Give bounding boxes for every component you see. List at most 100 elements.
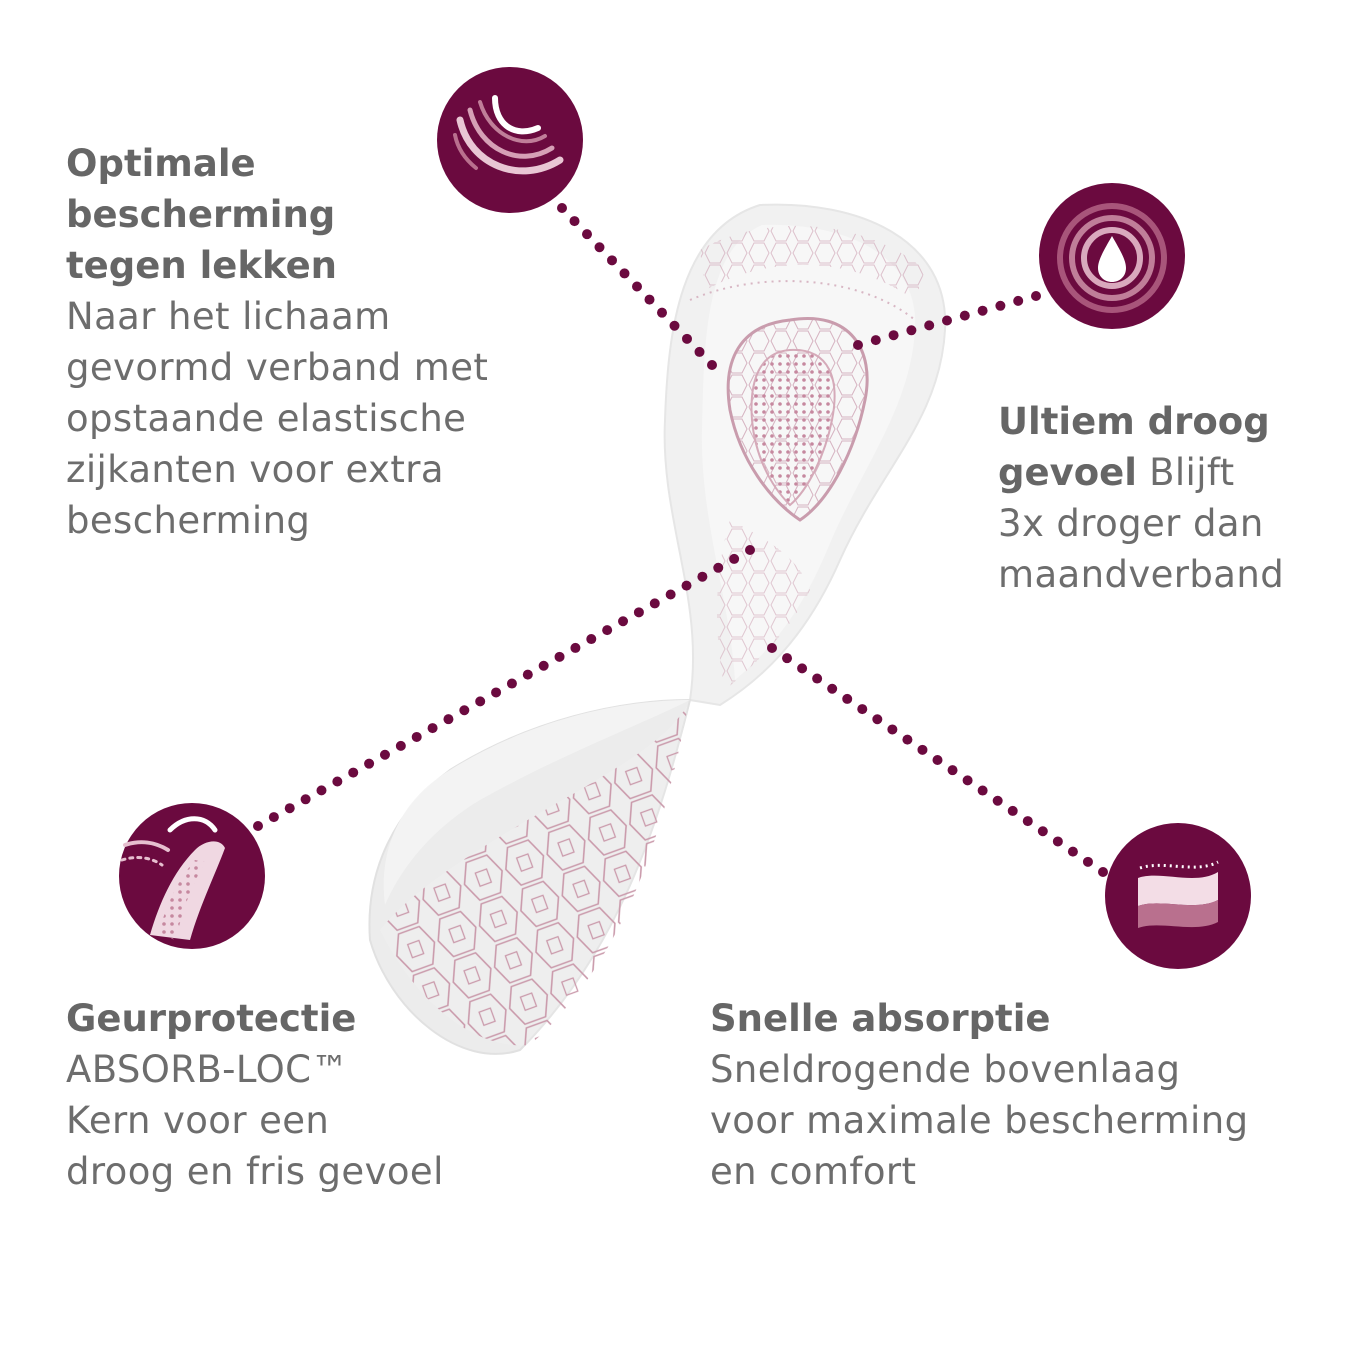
connector-dot <box>268 812 279 823</box>
connector-dot <box>411 731 422 742</box>
connector-dot <box>977 305 988 316</box>
feature-dry-title-line: gevoel <box>998 451 1137 494</box>
connector-dot <box>887 724 898 735</box>
connector-dot <box>665 589 676 600</box>
pad-lower <box>368 698 692 1055</box>
curved-waves-icon <box>437 67 583 213</box>
connector-dot <box>522 669 533 680</box>
connector-dot <box>1007 805 1018 816</box>
connector-dot <box>1037 826 1048 837</box>
connector-dot <box>888 330 899 341</box>
connector-dot <box>842 693 853 704</box>
feature-dry-inline-text: Blijft <box>1149 451 1235 494</box>
connector-dot <box>812 673 823 684</box>
connector-dot <box>682 333 692 344</box>
connector-dot <box>681 580 692 591</box>
connector-dot <box>316 785 327 796</box>
connector-dot <box>300 794 311 805</box>
connector-dot <box>729 553 740 564</box>
connector-dot <box>932 755 943 765</box>
connector-dot <box>870 335 881 346</box>
connector-dot <box>1082 856 1093 867</box>
connector-dot <box>491 687 502 698</box>
connector-lines <box>253 203 1108 877</box>
connector-dot <box>959 310 970 321</box>
connector-dot <box>607 255 617 266</box>
connector-dot <box>506 678 517 689</box>
connector-dot <box>827 683 838 694</box>
feature-dry-body-line: maandverband <box>998 553 1285 596</box>
feature-absorb-body-line: voor maximale bescherming <box>710 1099 1249 1142</box>
connector-dot <box>586 634 597 645</box>
connector-dot <box>872 714 883 725</box>
connector-dot <box>694 346 705 357</box>
connector-dot <box>947 765 958 776</box>
feature-dry-title-inline: gevoel Blijft <box>998 447 1284 498</box>
connector-dot <box>332 776 343 787</box>
connector-dot <box>644 294 655 305</box>
feature-odor-body-line: droog en fris gevoel <box>66 1150 444 1193</box>
feature-absorb-title: Snelle absorptie <box>710 997 1051 1040</box>
feature-dry-body-line: 3x droger dan <box>998 502 1264 545</box>
connector-dot <box>1022 816 1033 827</box>
feature-dry-feeling: Ultiem droog gevoel Blijft 3x droger dan… <box>998 396 1284 600</box>
connector-dot <box>782 653 793 664</box>
feature-dry-title-line: Ultiem droog <box>998 400 1270 443</box>
connector-dot <box>618 616 629 627</box>
feature-odor-body-line: ABSORB-LOC™ <box>66 1048 349 1091</box>
feature-odor-body-line: Kern voor een <box>66 1099 330 1142</box>
feature-leak-body-line: opstaande elastische <box>66 397 467 440</box>
connector-dot <box>942 315 952 326</box>
connector-dot <box>459 705 470 716</box>
feature-leak-body-line: bescherming <box>66 499 311 542</box>
feature-leak-title-line: bescherming <box>66 193 336 236</box>
connector-dot <box>906 325 917 336</box>
connector-dot <box>924 320 935 331</box>
connector-dot <box>977 785 988 796</box>
feature-fast-absorption: Snelle absorptie Sneldrogende bovenlaag … <box>710 993 1248 1197</box>
droplet-rings-icon <box>1039 183 1185 329</box>
layers-icon <box>1105 823 1251 969</box>
connector-dot <box>917 744 928 755</box>
connector-dot <box>1031 291 1041 301</box>
connector-dot <box>992 795 1003 806</box>
connector-dot <box>902 734 913 745</box>
feature-odor-protection: Geurprotectie ABSORB-LOC™ Kern voor een … <box>66 993 444 1197</box>
feature-leak-body-line: Naar het lichaam <box>66 295 391 338</box>
connector-dot <box>554 651 565 662</box>
feature-leak-body-line: zijkanten voor extra <box>66 448 444 491</box>
connector-dot <box>995 300 1006 311</box>
connector-dot <box>767 643 777 653</box>
connector-dot <box>1013 295 1024 306</box>
connector-dot <box>569 216 580 227</box>
feature-odor-title: Geurprotectie <box>66 997 357 1040</box>
connector-dot <box>632 281 642 292</box>
connector-dot <box>538 660 549 671</box>
feature-leak-protection: Optimale bescherming tegen lekken Naar h… <box>66 138 488 546</box>
connector-dot <box>1052 836 1063 847</box>
connector-dot <box>853 340 863 350</box>
connector-dot <box>649 598 660 609</box>
feature-absorb-body-line: en comfort <box>710 1150 917 1193</box>
connector-dot <box>713 562 724 573</box>
connector-dot <box>253 821 263 831</box>
connector-dot <box>697 571 708 582</box>
connector-dot <box>657 307 667 318</box>
connector-dot <box>582 229 592 240</box>
feature-absorb-body-line: Sneldrogende bovenlaag <box>710 1048 1181 1091</box>
connector-dot <box>557 203 567 213</box>
connector-dot <box>475 696 486 707</box>
pad-side-view-icon <box>119 803 265 949</box>
connector-dot <box>633 607 644 618</box>
connector-dot <box>857 704 868 715</box>
connector-dot <box>669 320 680 331</box>
feature-leak-title-line: tegen lekken <box>66 244 338 287</box>
connector-dot <box>619 268 630 279</box>
connector-dot <box>797 663 808 674</box>
connector-dot <box>745 545 755 555</box>
feature-leak-title-line: Optimale <box>66 142 256 185</box>
feature-leak-body-line: gevormd verband met <box>66 346 489 389</box>
connector-dot <box>443 714 454 725</box>
connector-dot <box>1067 846 1078 857</box>
